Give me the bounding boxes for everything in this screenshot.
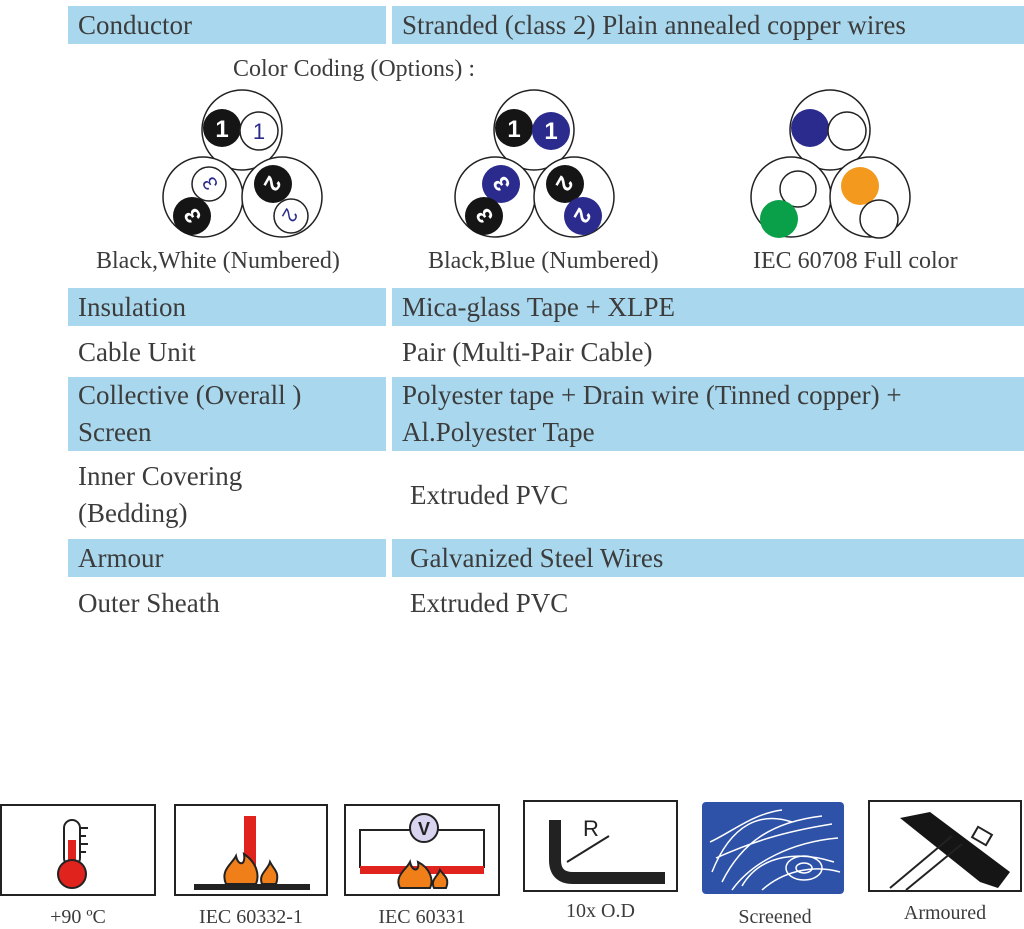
- screen-value-line1: Polyester tape + Drain wire (Tinned copp…: [402, 380, 902, 410]
- core-black: [203, 109, 241, 147]
- insulation-row: Insulation Mica-glass Tape + XLPE: [0, 288, 1024, 326]
- core-number: 1: [544, 118, 557, 145]
- screen-label: Collective (Overall ) Screen: [68, 377, 386, 451]
- insulation-label: Insulation: [68, 288, 386, 326]
- armour-row: Armour Galvanized Steel Wires: [0, 539, 1024, 577]
- inner-covering-label-line2: (Bedding): [78, 498, 188, 528]
- core-number: 1: [253, 119, 265, 144]
- bend-radius-icon: R: [549, 816, 665, 884]
- inner-covering-row: Inner Covering (Bedding) Extruded PVC: [0, 457, 1024, 533]
- armour-wire-label: Armoured: [903, 902, 987, 924]
- voltmeter-flame-label: IEC 60331: [378, 906, 466, 928]
- black-blue-caption: Black,Blue (Numbered): [428, 248, 659, 274]
- flame-test-icon: [194, 816, 310, 890]
- screen-row: Collective (Overall ) Screen Polyester t…: [0, 377, 1024, 451]
- outer-sheath-value: Extruded PVC: [410, 587, 569, 618]
- voltmeter-flame-icon-box: V: [344, 804, 500, 896]
- conductor-row: Conductor Stranded (class 2) Plain annea…: [0, 6, 1024, 44]
- cable-unit-row: Cable Unit Pair (Multi-Pair Cable): [0, 332, 1024, 372]
- flame-test-icon-box: [174, 804, 328, 896]
- armour-wire-icon: [889, 812, 1010, 891]
- bend-radius-symbol: R: [583, 816, 599, 841]
- inner-covering-value: Extruded PVC: [410, 479, 569, 510]
- screen-label-line2: Screen: [78, 417, 152, 447]
- core-white: [239, 111, 279, 151]
- insulation-value: Mica-glass Tape + XLPE: [392, 288, 1024, 326]
- screen-mesh-label: Screened: [738, 906, 812, 928]
- conductor-value: Stranded (class 2) Plain annealed copper…: [392, 6, 1024, 44]
- thermometer-icon: [57, 819, 88, 889]
- bend-radius-icon-box: R: [523, 800, 678, 892]
- screen-label-line1: Collective (Overall ): [78, 380, 302, 410]
- color-coding-title: Color Coding (Options) :: [233, 56, 476, 82]
- inner-covering-label-line1: Inner Covering: [78, 461, 243, 491]
- inner-covering-label: Inner Covering (Bedding): [68, 457, 386, 533]
- thermometer-icon-box: [0, 804, 156, 896]
- cable-unit-value: Pair (Multi-Pair Cable): [402, 336, 653, 367]
- screen-mesh-icon-box: [702, 802, 844, 894]
- conductor-label: Conductor: [68, 6, 386, 44]
- iec-full-color-caption: IEC 60708 Full color: [753, 248, 958, 274]
- outer-sheath-label: Outer Sheath: [78, 587, 220, 618]
- iec-full-color-diagram: [750, 89, 911, 239]
- black-white-numbered-diagram: 1 1 3 3 2 2: [162, 89, 323, 238]
- armour-wire-icon-box: [868, 800, 1022, 892]
- cable-unit-label: Cable Unit: [78, 336, 196, 367]
- black-blue-numbered-diagram: 1 1 3 3 2 2: [454, 89, 615, 238]
- black-white-caption: Black,White (Numbered): [96, 248, 340, 274]
- bend-radius-label: 10x O.D: [566, 900, 635, 922]
- screen-value-line2: Al.Polyester Tape: [402, 417, 595, 447]
- screen-mesh-icon: [709, 809, 841, 891]
- core-number: 1: [507, 116, 520, 143]
- armour-value: Galvanized Steel Wires: [392, 539, 1024, 577]
- screen-value: Polyester tape + Drain wire (Tinned copp…: [392, 377, 1024, 451]
- flame-test-label: IEC 60332-1: [199, 906, 303, 928]
- voltmeter-symbol: V: [418, 819, 430, 839]
- core-number: 1: [215, 116, 228, 143]
- armour-label: Armour: [68, 539, 386, 577]
- thermometer-label: +90 ºC: [50, 906, 106, 928]
- voltmeter-flame-icon: V: [359, 813, 485, 889]
- outer-sheath-row: Outer Sheath Extruded PVC: [0, 584, 1024, 622]
